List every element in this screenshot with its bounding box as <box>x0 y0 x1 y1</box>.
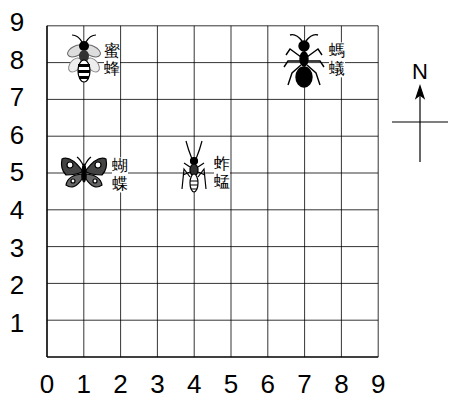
axis-number: 9 <box>371 371 385 397</box>
ant-picture <box>284 35 324 87</box>
axis-number: 5 <box>10 159 24 185</box>
axis-number: 6 <box>10 122 24 148</box>
insect-name: 蜜蜂 <box>104 42 120 77</box>
insect-name: 蚱蜢 <box>214 155 230 190</box>
axis-number: 4 <box>10 197 24 223</box>
axis-number: 0 <box>40 371 54 397</box>
axis-number: 1 <box>77 371 91 397</box>
insect-name: 蝴蝶 <box>112 157 128 192</box>
grid-line <box>47 283 378 284</box>
axis-number: 7 <box>297 371 311 397</box>
insect-name: 螞蟻 <box>329 42 345 77</box>
axis-number: 3 <box>10 235 24 261</box>
axis-number: 1 <box>10 310 24 336</box>
grasshopper-picture <box>182 141 206 192</box>
axis-number: 7 <box>10 84 24 110</box>
axis-number: 9 <box>10 9 24 35</box>
grid-line <box>378 26 379 357</box>
grid-line <box>47 99 378 100</box>
north-arrow <box>392 86 448 162</box>
axis-number: 3 <box>150 371 164 397</box>
compass-letter: N <box>412 61 428 83</box>
axis-number: 2 <box>10 272 24 298</box>
grid-line <box>47 209 378 210</box>
axis-number: 8 <box>10 47 24 73</box>
bee-picture <box>66 35 103 82</box>
grid-line <box>47 246 378 247</box>
grid-line <box>267 26 268 357</box>
coordinate-grid <box>47 26 378 357</box>
axis-number: 8 <box>334 371 348 397</box>
grid-line <box>157 26 158 357</box>
grid-line <box>46 26 48 357</box>
grid-line <box>47 136 378 137</box>
grid-line <box>231 26 232 357</box>
butterfly-picture <box>62 157 107 187</box>
grid-line <box>47 356 378 358</box>
grid-line <box>47 320 378 321</box>
grid-line <box>47 25 378 26</box>
axis-number: 5 <box>224 371 238 397</box>
axis-number: 4 <box>187 371 201 397</box>
axis-number: 6 <box>261 371 275 397</box>
axis-number: 2 <box>113 371 127 397</box>
